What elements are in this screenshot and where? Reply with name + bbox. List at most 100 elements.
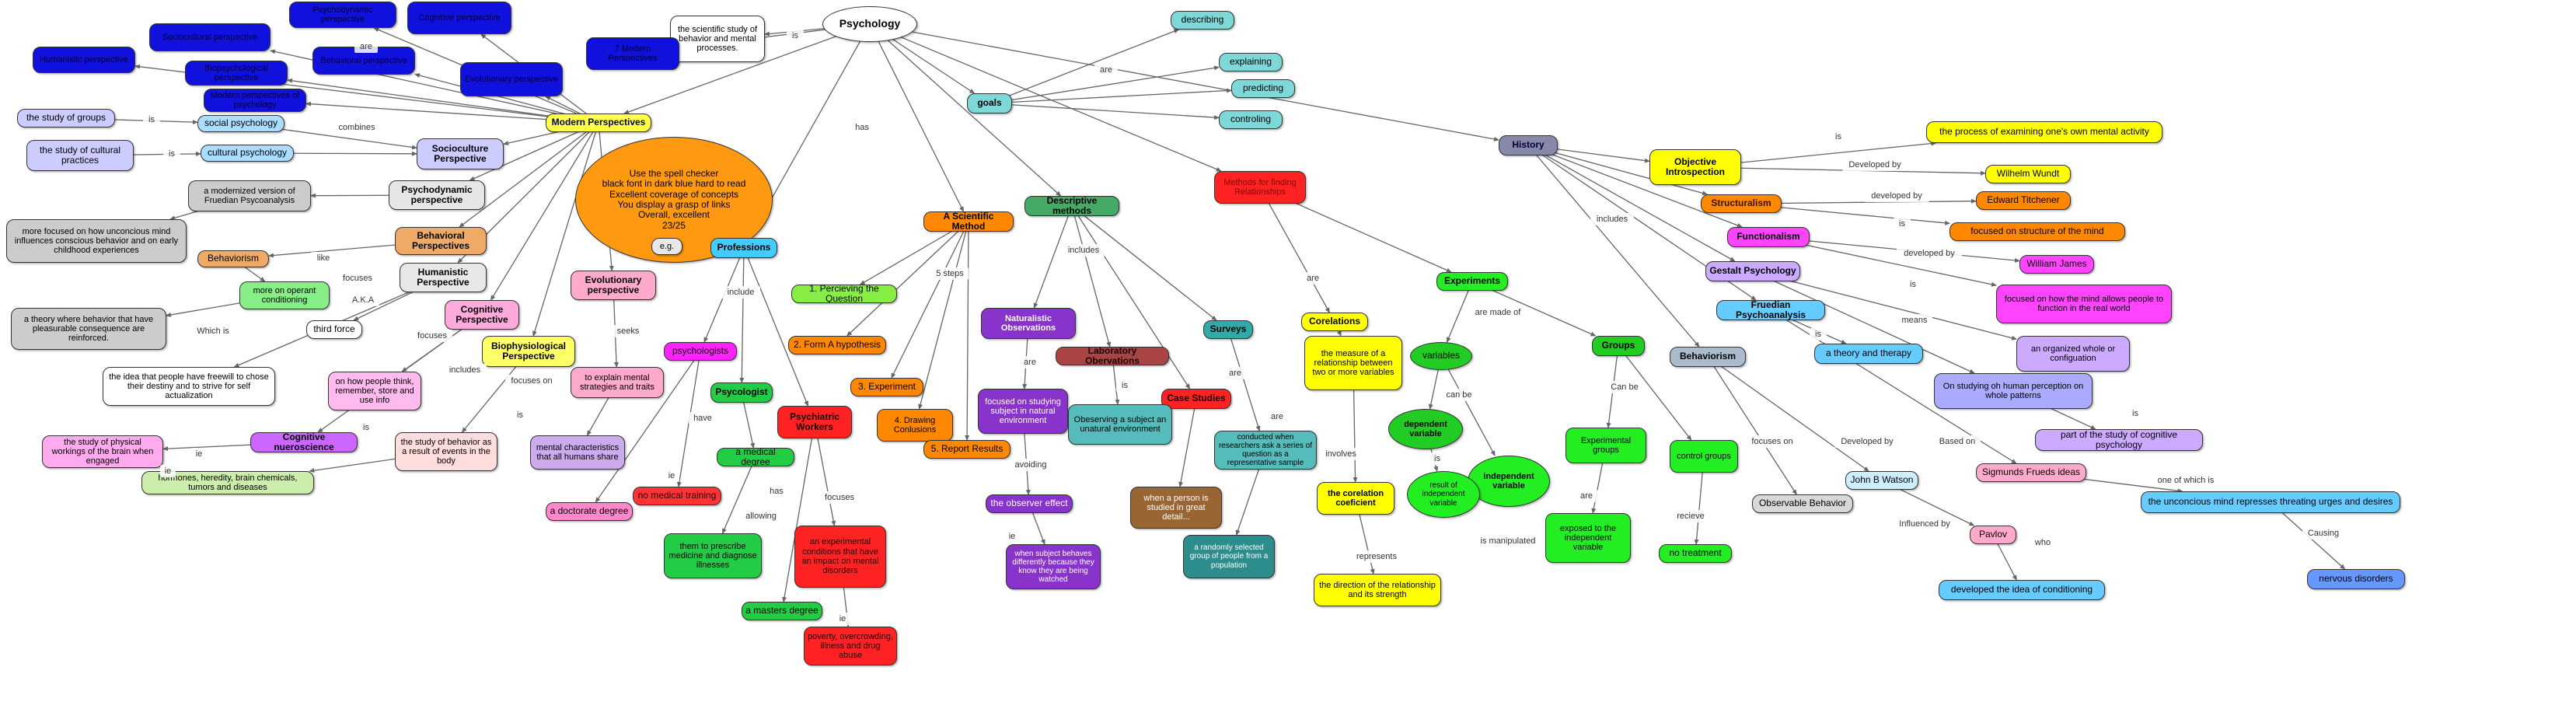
- concept-evoper[interactable]: Evolutionary perspective: [571, 271, 656, 300]
- concept-freudian[interactable]: Fruedian Psychoanalysis: [1716, 300, 1825, 320]
- concept-resultof[interactable]: result of independent variable: [1407, 471, 1480, 518]
- concept-watson[interactable]: John B Watson: [1845, 471, 1918, 490]
- concept-scimethod[interactable]: A Scientific Method: [923, 211, 1014, 232]
- concept-biophys[interactable]: Biophysiological Perspective: [482, 336, 575, 367]
- concept-conducted[interactable]: conducted when researchers ask a series …: [1214, 431, 1317, 470]
- concept-nomedical[interactable]: no medical training: [633, 487, 721, 505]
- concept-conditioning[interactable]: developed the idea of conditioning: [1939, 580, 2105, 600]
- concept-explaining[interactable]: explaining: [1219, 53, 1283, 72]
- concept-randomgroup[interactable]: a randomly selected group of people from…: [1183, 535, 1275, 578]
- concept-natobs[interactable]: Naturalistic Observations: [981, 308, 1076, 339]
- concept-poverty[interactable]: poverty, overcrowding, illness and drug …: [804, 627, 897, 665]
- concept-observereffect[interactable]: the observer effect: [986, 494, 1073, 513]
- concept-thirdforce[interactable]: third force: [306, 320, 362, 339]
- concept-depvar[interactable]: dependent variable: [1388, 409, 1463, 449]
- concept-casestudies[interactable]: Case Studies: [1161, 389, 1231, 409]
- concept-b3[interactable]: Sociocultural perspective: [149, 23, 271, 51]
- concept-thinkremember[interactable]: on how people think, remember, store and…: [328, 372, 421, 410]
- concept-structuralism[interactable]: Structuralism: [1701, 194, 1782, 213]
- concept-methodsrel[interactable]: Methods for finding Relationships: [1214, 171, 1306, 204]
- concept-hormones[interactable]: hormones, heredity, brain chemicals, tum…: [141, 471, 314, 494]
- concept-step1[interactable]: 1. Percieving the Question: [791, 285, 897, 303]
- concept-socialpsy[interactable]: social psychology: [197, 115, 284, 132]
- concept-feedback[interactable]: Use the spell checker black font in dark…: [575, 137, 773, 263]
- concept-subjbehaves[interactable]: when subject behaves differently because…: [1006, 544, 1101, 589]
- concept-unconscious[interactable]: more focused on how unconcious mind infl…: [6, 219, 187, 263]
- concept-operant[interactable]: more on operant conditioning: [239, 281, 330, 309]
- concept-history[interactable]: History: [1499, 135, 1558, 155]
- concept-def[interactable]: the scientific study of behavior and men…: [670, 16, 765, 62]
- concept-observable[interactable]: Observable Behavior: [1752, 494, 1853, 513]
- concept-nervous[interactable]: nervous disorders: [2307, 569, 2405, 589]
- concept-repressesurges[interactable]: the unconcious mind represses threating …: [2141, 491, 2400, 513]
- concept-direction[interactable]: the direction of the relationship and it…: [1314, 574, 1441, 606]
- concept-partcog[interactable]: part of the study of cognitive psycholog…: [2035, 429, 2203, 451]
- concept-psychworkers[interactable]: Psychiatric Workers: [777, 406, 852, 438]
- concept-titchener[interactable]: Edward Titchener: [1976, 191, 2071, 210]
- concept-professions[interactable]: Professions: [710, 238, 777, 258]
- concept-pavlov[interactable]: Pavlov: [1970, 526, 2016, 544]
- concept-variables[interactable]: variables: [1410, 342, 1472, 370]
- concept-theorytherapy[interactable]: a theory and therapy: [1814, 344, 1923, 364]
- concept-culturalpsy[interactable]: cultural psychology: [201, 145, 294, 162]
- concept-b8[interactable]: Modern perspectives of psychology: [204, 89, 306, 112]
- concept-measure[interactable]: the measure of a relationship between tw…: [1304, 336, 1402, 390]
- concept-indepvar[interactable]: independent variable: [1468, 456, 1550, 507]
- concept-doctorate[interactable]: a doctorate degree: [546, 502, 633, 521]
- concept-step2[interactable]: 2. Form A hypothesis: [788, 336, 886, 354]
- concept-sociocult[interactable]: Socioculture Perspective: [417, 138, 504, 169]
- concept-psychologists[interactable]: psychologists: [664, 342, 737, 361]
- concept-behresult[interactable]: the study of behavior as a result of eve…: [395, 432, 497, 471]
- concept-meddegree[interactable]: a medical degree: [717, 448, 794, 466]
- concept-james[interactable]: William James: [2019, 255, 2094, 274]
- concept-surveys[interactable]: Surveys: [1203, 320, 1253, 339]
- concept-psycologist[interactable]: Psycologist: [710, 382, 773, 403]
- concept-b6[interactable]: Biopsychological perspective: [185, 61, 288, 86]
- concept-physworkings[interactable]: the study of physical workings of the br…: [42, 435, 163, 468]
- concept-mentalchar[interactable]: mental characteristics that all humans s…: [530, 435, 625, 470]
- concept-freudsideas[interactable]: Sigmunds Frueds ideas: [1976, 463, 2086, 482]
- concept-process[interactable]: the process of examining one's own menta…: [1926, 121, 2162, 143]
- concept-cogper[interactable]: Cognitive Perspective: [445, 300, 519, 330]
- concept-b1[interactable]: Psychodynamic perspective: [289, 2, 396, 28]
- concept-modernized[interactable]: a modernized version of Fruedian Psycoan…: [188, 180, 311, 211]
- concept-cogneuro[interactable]: Cognitive nueroscience: [250, 432, 358, 452]
- concept-gestalt[interactable]: Gestalt Psychology: [1705, 261, 1800, 281]
- concept-b5[interactable]: Humanistic perspective: [33, 47, 135, 73]
- concept-describing[interactable]: describing: [1171, 11, 1234, 30]
- concept-mindallows[interactable]: focused on how the mind allows people to…: [1996, 285, 2172, 323]
- concept-expgroups[interactable]: Experimental groups: [1565, 428, 1646, 463]
- concept-labobs[interactable]: Laboratory Obervations: [1056, 347, 1169, 365]
- concept-prescribe[interactable]: them to prescribe medicine and diagnose …: [664, 533, 762, 578]
- concept-explainmental[interactable]: to explain mental strategies and traits: [571, 367, 664, 398]
- concept-wundt[interactable]: Wilhelm Wundt: [1985, 165, 2071, 183]
- concept-masters[interactable]: a masters degree: [742, 602, 822, 620]
- concept-step3[interactable]: 3. Experiment: [850, 378, 923, 396]
- concept-freewill[interactable]: the idea that people have freewill to ch…: [103, 367, 275, 406]
- concept-obsunnatural[interactable]: Obeserving a subject an unatural environ…: [1068, 404, 1172, 445]
- concept-psychodyn[interactable]: Psychodynamic perspective: [389, 180, 485, 210]
- concept-step5[interactable]: 5. Report Results: [923, 440, 1011, 459]
- concept-controling[interactable]: controling: [1219, 110, 1283, 129]
- concept-corelations[interactable]: Corelations: [1301, 313, 1368, 331]
- concept-step4[interactable]: 4. Drawing Conlusions: [877, 409, 953, 442]
- concept-organizedwhole[interactable]: an organized whole or configuation: [2016, 336, 2130, 372]
- concept-notreatment[interactable]: no treatment: [1659, 544, 1732, 563]
- concept-natfocus[interactable]: focused on studying subject in natural e…: [978, 389, 1068, 434]
- concept-b9[interactable]: 7 Modern Perspectives: [586, 37, 679, 70]
- concept-expconditions[interactable]: an experimental conditions that have an …: [794, 526, 886, 588]
- concept-groups[interactable]: Groups: [1592, 336, 1645, 356]
- concept-reinforced[interactable]: a theory where behavior that have pleasu…: [11, 308, 166, 350]
- concept-studyingperception[interactable]: On studying oh human perception on whole…: [1934, 373, 2093, 409]
- concept-b2[interactable]: Cognitive perspective: [407, 2, 511, 34]
- concept-studycultural[interactable]: the study of cultural practices: [26, 140, 134, 171]
- concept-structmind[interactable]: focused on structure of the mind: [1949, 222, 2125, 241]
- concept-exposed[interactable]: exposed to the independent variable: [1545, 513, 1631, 563]
- concept-descmethods[interactable]: Descriptive methods: [1024, 196, 1119, 216]
- concept-objintro[interactable]: Objective Introspection: [1649, 149, 1741, 185]
- concept-behaviorism2[interactable]: Behaviorism: [1670, 347, 1746, 367]
- concept-predicting[interactable]: predicting: [1231, 79, 1295, 98]
- concept-goals[interactable]: goals: [967, 93, 1012, 114]
- concept-eg[interactable]: e.g.: [651, 238, 682, 255]
- concept-persondetail[interactable]: when a person is studied in great detail…: [1130, 487, 1222, 529]
